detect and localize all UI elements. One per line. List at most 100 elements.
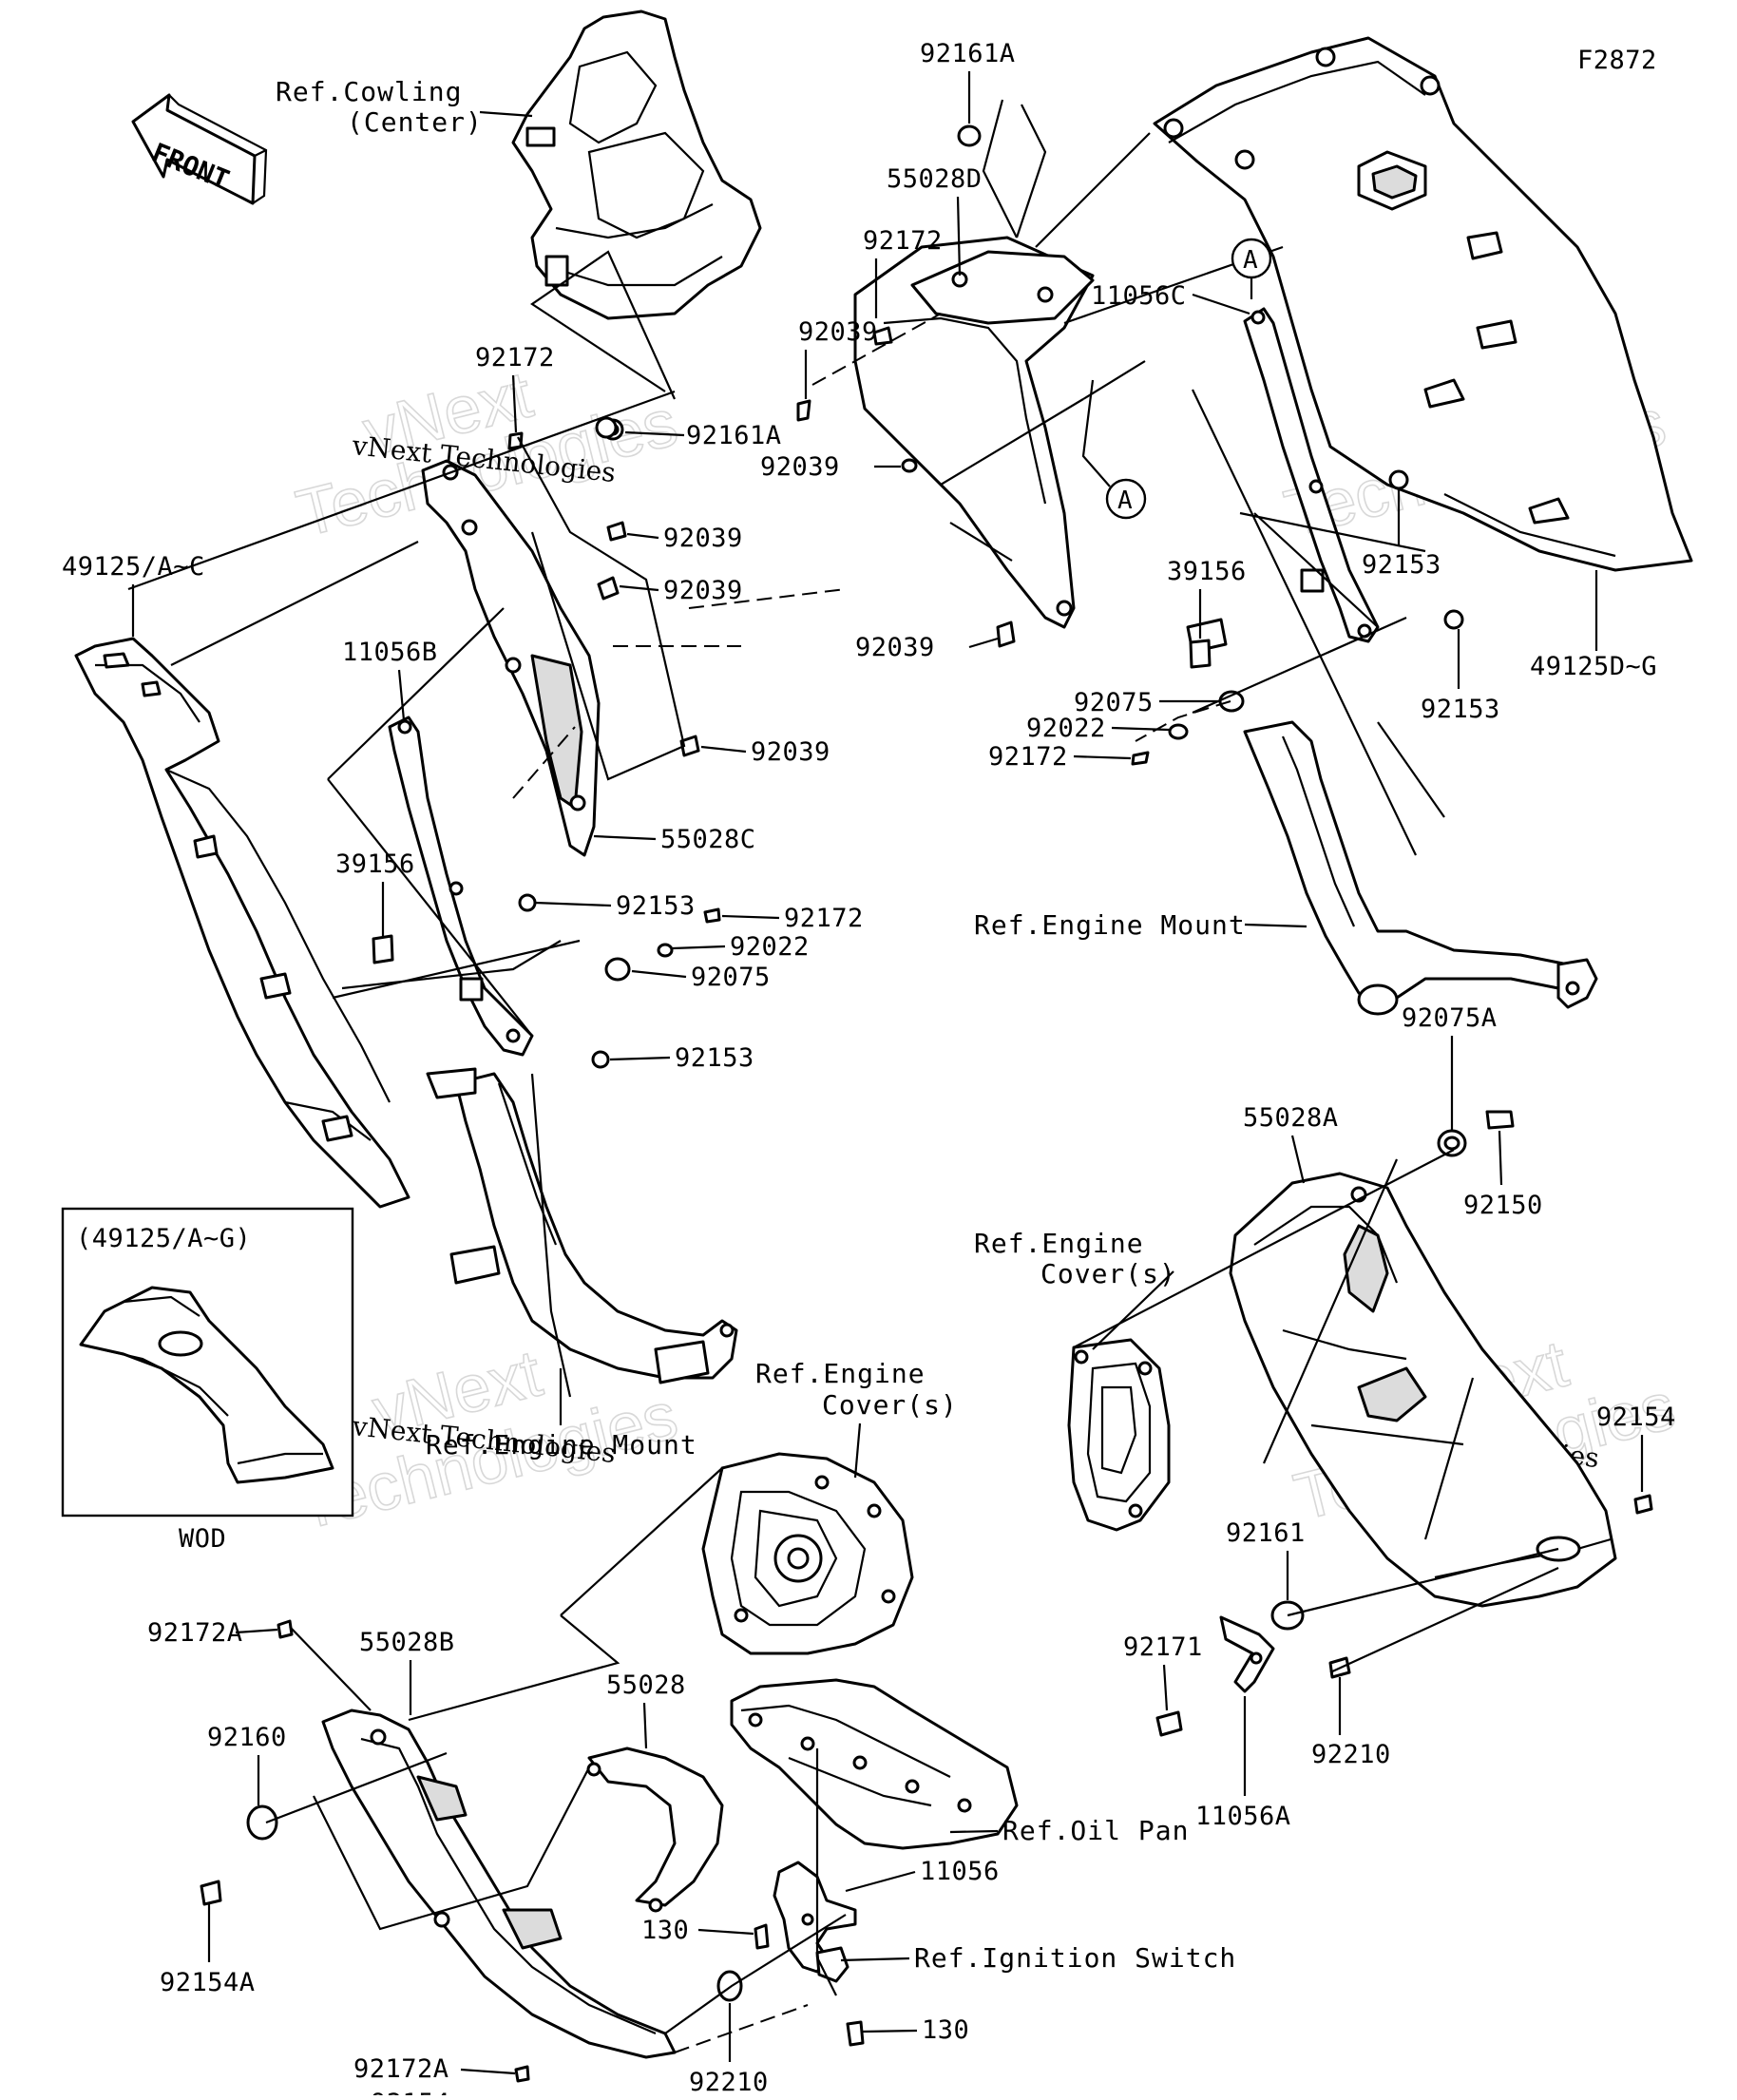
- inset-note: WOD: [179, 1524, 226, 1554]
- callout-a-marker: A: [1081, 379, 1147, 520]
- leader-line: [1073, 754, 1132, 760]
- part-label: 39156: [335, 850, 415, 879]
- leader-line: [511, 374, 518, 433]
- ref-cowling-center-label: (Center): [347, 106, 483, 138]
- assembly-lines: [127, 99, 1559, 2053]
- part-label: 55028D: [887, 164, 983, 194]
- part-label: 92039: [751, 737, 830, 767]
- fasteners-right-lower: [1155, 1110, 1653, 1737]
- part-label: 130: [641, 1916, 689, 1945]
- leader-line: [460, 2068, 516, 2075]
- ref-oil-pan-label: Ref.Oil Pan: [1002, 1815, 1189, 1846]
- part-label: 92210: [689, 2068, 769, 2095]
- leader-line: [1192, 293, 1250, 315]
- part-label: 49125D~G: [1530, 652, 1657, 681]
- part-11056: [773, 1861, 857, 1983]
- part-label: 92039: [663, 524, 743, 553]
- leader-line: [1290, 1135, 1306, 1184]
- leader-line: [721, 914, 780, 920]
- ref-engine-cover-right-part: [1067, 1338, 1171, 1532]
- ref-engine-cover-label: Ref.Engine: [974, 1228, 1144, 1259]
- ref-engine-cover-middle-part: [701, 1452, 914, 1655]
- part-label: 92153: [1362, 550, 1441, 580]
- part-label: 92172A: [353, 2054, 449, 2084]
- ref-ignition-switch-label: Ref.Ignition Switch: [914, 1942, 1236, 1974]
- part-label: 92153: [675, 1043, 754, 1073]
- leader-line: [949, 1829, 999, 1834]
- fasteners-left: [376, 326, 1016, 1069]
- part-label: 92039: [760, 452, 840, 482]
- inset-title: (49125/A~G): [76, 1224, 251, 1253]
- part-label: 11056: [920, 1857, 1000, 1886]
- leader-line: [624, 430, 685, 437]
- part-49125-A-C: [74, 637, 410, 1209]
- part-label: 92075: [691, 963, 771, 992]
- part-label: 130: [922, 2015, 969, 2045]
- part-label: 92154: [1596, 1403, 1676, 1432]
- leader-line: [1111, 726, 1170, 732]
- part-label: 92075: [1074, 688, 1154, 717]
- ref-engine-cover-label: Ref.Engine: [755, 1358, 926, 1389]
- leader-line: [700, 745, 747, 754]
- leader-line: [626, 532, 659, 540]
- leader-line: [609, 1056, 671, 1061]
- leader-line: [968, 637, 999, 649]
- ref-engine-cover-label: Cover(s): [1040, 1258, 1176, 1289]
- ref-oil-pan-part: [730, 1678, 1019, 1850]
- part-label: 92172: [988, 742, 1068, 772]
- part-55028A: [1229, 1172, 1617, 1608]
- part-label: 92075A: [1402, 1003, 1498, 1033]
- part-label: 92172: [863, 226, 943, 256]
- part-39156-pads: [372, 639, 1212, 964]
- part-label: 55028: [606, 1670, 686, 1700]
- part-label: 92172: [475, 343, 555, 372]
- part-11056B: [388, 716, 534, 1057]
- part-label: 92172A: [147, 1618, 243, 1648]
- leader-line: [853, 1422, 862, 1479]
- callout-a-marker: A: [1231, 238, 1272, 299]
- cowling-center-ref-part: [511, 10, 762, 320]
- leader-line: [1162, 1664, 1169, 1711]
- part-label: 92172: [784, 904, 864, 933]
- part-label: 92154A: [160, 1968, 256, 1997]
- part-55028D: [853, 236, 1095, 629]
- ref-engine-mount-left-part: [426, 1067, 738, 1384]
- part-55028: [586, 1747, 724, 1913]
- ref-engine-mount-label: Ref.Engine Mount: [974, 909, 1246, 941]
- part-label: 55028A: [1243, 1103, 1339, 1133]
- callout-a-label: A: [1117, 487, 1133, 515]
- inset-box: (49125/A~G): [61, 1207, 354, 1518]
- part-label: 92039: [798, 317, 878, 347]
- leader-line: [235, 1628, 278, 1634]
- ref-engine-cover-label: Cover(s): [822, 1389, 958, 1421]
- part-55028C: [421, 459, 601, 857]
- leader-line: [593, 834, 657, 841]
- fasteners-bottom: [200, 1619, 865, 2083]
- ref-engine-mount-right-part: [1243, 720, 1598, 1016]
- part-label: 92160: [207, 1723, 287, 1752]
- part-label: 92022: [1026, 714, 1106, 743]
- part-label: 11056C: [1091, 281, 1187, 311]
- leader-line: [479, 110, 533, 118]
- leader-line: [642, 1702, 648, 1749]
- front-arrow-icon: FRONT: [131, 93, 268, 205]
- part-label: 92039: [855, 633, 935, 662]
- part-label: 92210: [1311, 1740, 1391, 1769]
- leader-line: [1092, 1270, 1174, 1350]
- leader-line: [845, 1870, 916, 1893]
- ref-cowling-center-label: Ref.Cowling: [276, 76, 462, 107]
- part-label: 92161: [1226, 1518, 1306, 1548]
- part-label: 92153: [616, 891, 696, 921]
- callout-a-label: A: [1243, 246, 1258, 275]
- leader-line: [672, 945, 726, 950]
- part-label: 92153: [1421, 695, 1500, 724]
- part-label: 92161A: [920, 39, 1016, 68]
- part-label: 55028B: [359, 1628, 455, 1657]
- part-label: 92150: [1463, 1191, 1543, 1220]
- figure-code: F2872: [1577, 46, 1657, 75]
- leader-line: [840, 1957, 910, 1962]
- leader-line: [956, 196, 962, 277]
- part-label: 92171: [1123, 1632, 1203, 1662]
- leader-line: [631, 969, 687, 979]
